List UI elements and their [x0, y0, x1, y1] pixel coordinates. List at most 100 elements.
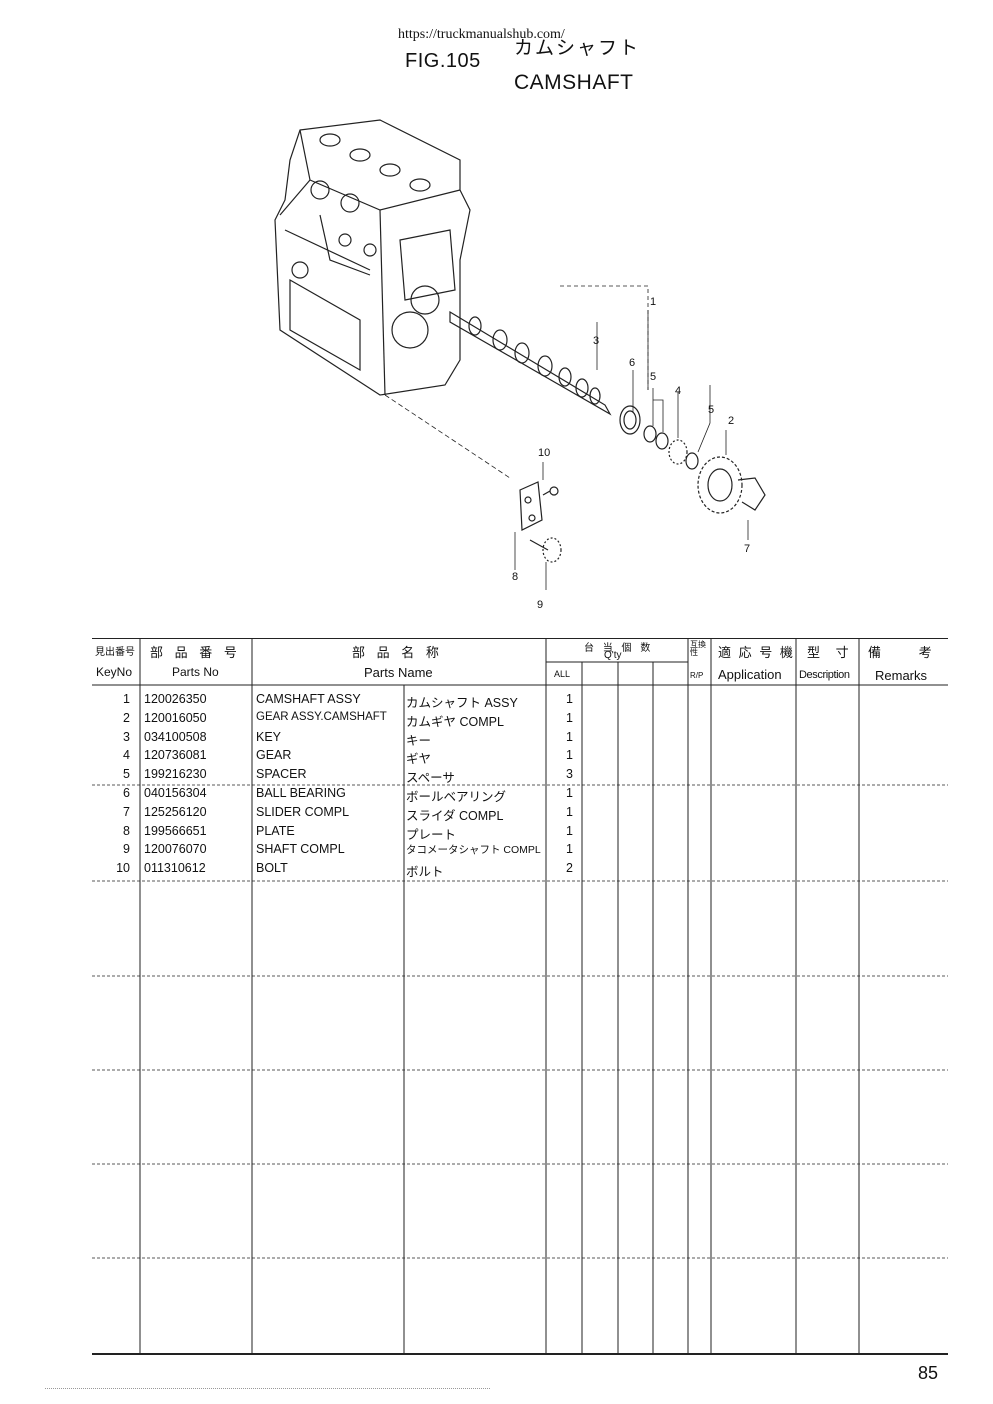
- table-row: 9 120076070 SHAFT COMPL タコメータシャフト COMPL 1: [92, 840, 948, 859]
- row-parts-name-jp: タコメータシャフト COMPL: [406, 844, 541, 857]
- row-parts-name-en: SPACER: [256, 767, 307, 782]
- row-parts-name-jp: プレート: [406, 827, 457, 842]
- title-english: CAMSHAFT: [514, 71, 634, 94]
- camshaft-exploded-diagram: 1 2 3 4 5 5 6 7 8 9 10: [260, 100, 780, 620]
- header-qty-jp: 台 当 個 数: [584, 643, 654, 654]
- spacer-drawing: [643, 425, 657, 443]
- row-parts-no: 120016050: [144, 710, 207, 725]
- page-number: 85: [918, 1363, 939, 1383]
- table-row: 5 199216230 SPACER スペーサ 3: [92, 765, 948, 786]
- engine-block-drawing: [274, 119, 471, 396]
- row-qty-all: 2: [566, 861, 573, 876]
- gear-drawing: [668, 439, 688, 465]
- row-parts-name-jp: カムシャフト ASSY: [406, 696, 518, 710]
- callout-label: 6: [629, 357, 635, 369]
- row-parts-name-jp: キー: [406, 733, 432, 748]
- row-parts-no: 011310612: [144, 861, 206, 876]
- row-qty-all: 1: [566, 786, 573, 800]
- row-key-no: 5: [123, 767, 130, 782]
- row-parts-name-en: BOLT: [256, 861, 288, 876]
- row-parts-name-en: CAMSHAFT ASSY: [256, 692, 361, 706]
- header-parts-name-en: Parts Name: [364, 665, 433, 680]
- header-rp-jp: 互換性: [690, 640, 706, 657]
- callout-label: 2: [728, 415, 734, 427]
- header-qty-en: Q'ty: [604, 650, 622, 661]
- ball-bearing-drawing: [619, 405, 641, 435]
- row-qty-all: 1: [566, 804, 573, 819]
- row-key-no: 6: [123, 786, 130, 800]
- callout-label: 1: [650, 296, 656, 308]
- header-parts-name-jp: 部 品 名 称: [352, 645, 443, 660]
- table-row: 10 011310612 BOLT ボルト 2: [92, 859, 948, 880]
- row-parts-name-jp: スペーサ: [406, 771, 455, 786]
- cam-gear-assy-drawing: [697, 456, 766, 514]
- row-qty-all: 1: [566, 748, 573, 763]
- row-qty-all: 1: [566, 692, 573, 706]
- header-description-en: Description: [799, 669, 850, 681]
- row-parts-no: 199216230: [144, 767, 207, 782]
- table-row: 2 120016050 GEAR ASSY.CAMSHAFT カムギヤ COMPL 1: [92, 709, 948, 729]
- callout-label: 9: [537, 599, 543, 611]
- row-parts-name-en: BALL BEARING: [256, 786, 346, 800]
- row-parts-name-en: SLIDER COMPL: [256, 804, 350, 819]
- header-key-jp: 見出番号: [95, 647, 135, 658]
- row-parts-name-en: SHAFT COMPL: [256, 842, 345, 857]
- header-description-jp: 型 寸: [807, 645, 855, 660]
- row-parts-name-en: PLATE: [256, 823, 295, 838]
- row-parts-name-jp: ボルト: [406, 865, 444, 880]
- row-key-no: 10: [116, 861, 130, 876]
- row-key-no: 2: [123, 710, 130, 725]
- header-remarks-en: Remarks: [875, 668, 928, 683]
- footer-rule: [45, 1388, 490, 1391]
- row-parts-name-en: GEAR ASSY.CAMSHAFT: [256, 710, 387, 723]
- row-key-no: 3: [123, 729, 130, 744]
- title-japanese: カムシャフト: [514, 38, 641, 59]
- row-parts-name-en: GEAR: [256, 748, 292, 763]
- header-remarks-jp: 備 考: [868, 645, 932, 660]
- table-grid: [92, 638, 948, 1355]
- row-parts-no: 120076070: [144, 842, 207, 857]
- callout-label: 3: [593, 335, 599, 347]
- table-row: 8 199566651 PLATE プレート 1: [92, 822, 948, 842]
- plate-and-shaft-drawing: [519, 481, 562, 563]
- row-key-no: 4: [123, 748, 130, 763]
- spacer-drawing: [685, 452, 699, 470]
- row-qty-all: 1: [566, 710, 573, 725]
- row-key-no: 9: [123, 842, 130, 857]
- row-qty-all: 1: [566, 823, 573, 838]
- diagram-callouts: 1 2 3 4 5 5 6 7 8 9 10: [512, 296, 750, 611]
- row-qty-all: 1: [566, 842, 573, 857]
- row-qty-all: 3: [566, 767, 573, 782]
- header-rp-en: R/P: [690, 671, 704, 680]
- header-key-en: KeyNo: [96, 665, 133, 679]
- row-qty-all: 1: [566, 729, 573, 744]
- row-parts-name-jp: ギヤ: [406, 752, 432, 767]
- row-parts-no: 125256120: [144, 804, 207, 819]
- row-parts-name-jp: ボールベアリング: [406, 790, 507, 804]
- header-parts-no-en: Parts No: [172, 665, 219, 679]
- callout-label: 4: [675, 385, 681, 397]
- row-parts-name-jp: カムギヤ COMPL: [406, 714, 504, 729]
- row-parts-name-jp: スライダ COMPL: [406, 808, 504, 823]
- callout-label: 5: [708, 404, 714, 416]
- callout-label: 7: [744, 543, 750, 555]
- row-parts-no: 120736081: [144, 748, 207, 763]
- callout-label: 8: [512, 571, 518, 583]
- header-application-en: Application: [718, 667, 782, 682]
- spacer-drawing: [655, 432, 669, 450]
- table-row: 3 034100508 KEY キー 1: [92, 728, 948, 748]
- row-parts-no: 034100508: [144, 729, 207, 744]
- parts-table: 見出番号 部 品 番 号 部 品 名 称 台 当 個 数 Q'ty 互換性 適 …: [92, 638, 948, 1358]
- row-parts-no: 199566651: [144, 823, 207, 838]
- row-key-no: 8: [123, 823, 130, 838]
- row-parts-no: 040156304: [144, 786, 207, 800]
- callout-label: 10: [538, 447, 550, 459]
- row-parts-no: 120026350: [144, 692, 207, 706]
- header-parts-no-jp: 部 品 番 号: [150, 645, 241, 660]
- row-parts-name-en: KEY: [256, 729, 282, 744]
- source-url: https://truckmanualshub.com/: [398, 27, 565, 42]
- diagram-svg: 1 2 3 4 5 5 6 7 8 9 10: [274, 119, 766, 611]
- camshaft-drawing: [449, 310, 612, 416]
